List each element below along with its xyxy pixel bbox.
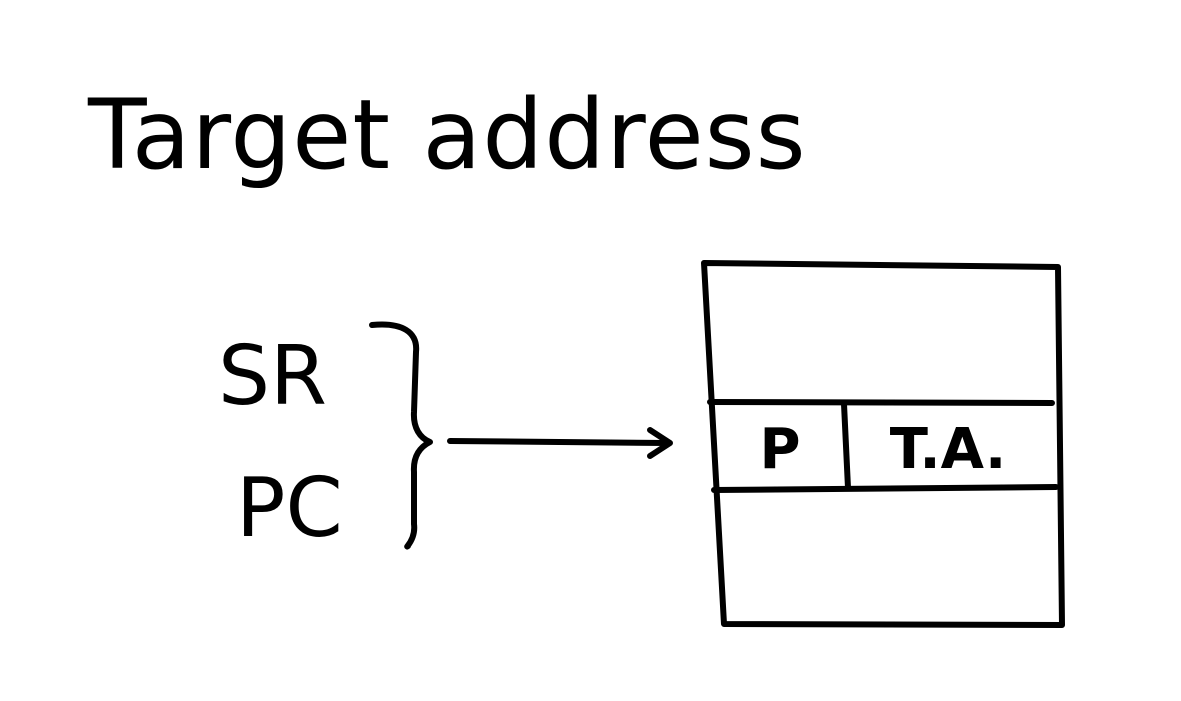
- memory-row-divider-top: [707, 399, 1055, 406]
- register-group-brace: [369, 321, 433, 550]
- pointer-arrow-line: [447, 438, 671, 446]
- memory-field-target-address: T.A.: [890, 417, 1007, 482]
- memory-field-p: P: [759, 417, 800, 482]
- memory-block: [701, 260, 1065, 628]
- memory-field-divider: [841, 401, 851, 491]
- register-label-sr: SR: [218, 329, 327, 424]
- register-label-pc: PC: [236, 461, 343, 556]
- memory-row-divider-bottom: [711, 484, 1059, 493]
- pointer-arrow-head: [647, 427, 673, 459]
- diagram-title: Target address: [87, 79, 807, 191]
